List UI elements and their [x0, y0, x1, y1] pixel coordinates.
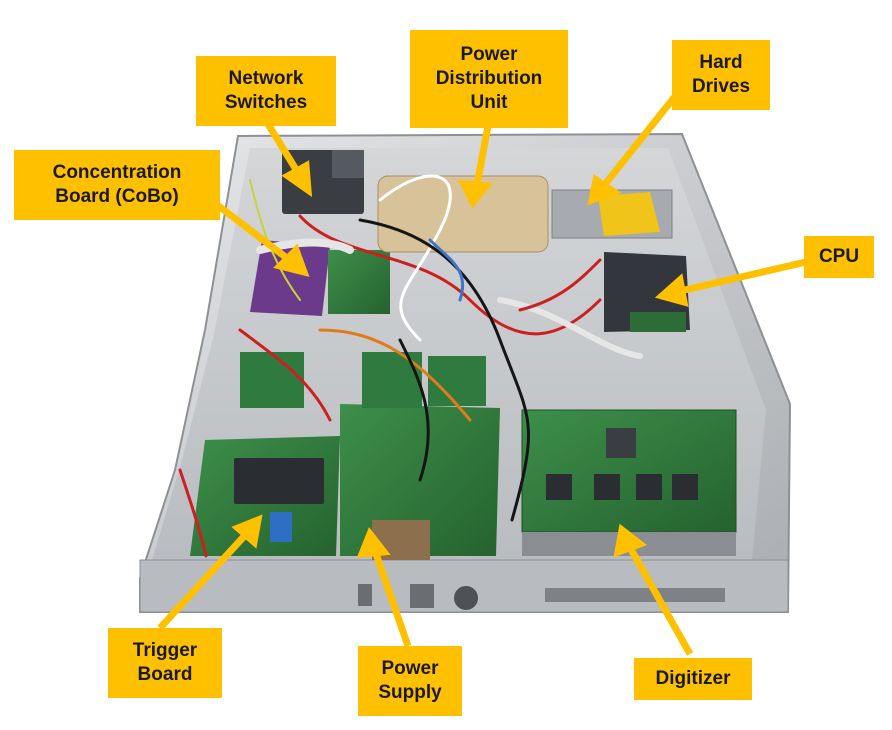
callout-line: Supply — [378, 682, 442, 703]
callout-line: Power — [381, 658, 439, 680]
trigger-board-tab — [270, 512, 292, 542]
front-connector — [545, 588, 725, 602]
callout-line: Unit — [470, 91, 508, 113]
front-connector — [454, 586, 478, 610]
digitizer-heatsink — [606, 428, 636, 458]
power-distribution-unit-box — [377, 175, 549, 253]
callout-line: Drives — [691, 76, 751, 97]
arrow-head — [281, 160, 313, 198]
arrow-head — [587, 174, 622, 206]
callout-cpu: CPU — [804, 236, 874, 278]
arrow-cpu — [675, 258, 807, 296]
small-pcb — [428, 356, 486, 406]
arrow-power-distribution-unit — [472, 125, 492, 191]
small-pcb — [362, 352, 422, 408]
front-connector — [358, 584, 372, 606]
arrow-head — [613, 523, 648, 558]
callout-hard-drives: Hard Drives — [672, 40, 770, 110]
callout-line: Concentration — [52, 162, 182, 184]
callout-power-distribution-unit: Power Distribution Unit — [410, 30, 568, 128]
arrow-network-switches — [265, 122, 303, 178]
callout-line: Board (CoBo) — [55, 186, 179, 207]
digitizer-chip — [594, 474, 620, 500]
callout-line: Trigger — [132, 640, 198, 662]
arrow-head — [356, 527, 391, 559]
cobo-board — [328, 250, 390, 314]
arrow-head — [458, 179, 493, 209]
callout-line: Board — [137, 664, 193, 685]
callout-trigger-board: Trigger Board — [108, 628, 222, 698]
digitizer-chip — [636, 474, 662, 500]
cpu-board — [630, 312, 686, 332]
callout-line: Network — [228, 68, 304, 90]
arrow-trigger-board — [157, 529, 251, 631]
front-connector — [410, 584, 434, 608]
arrow-head — [231, 514, 263, 549]
arrow-digitizer — [624, 542, 694, 656]
callout-line: Hard — [699, 52, 743, 74]
callout-concentration-board: Concentration Board (CoBo) — [14, 150, 220, 220]
arrow-power-supply — [370, 546, 412, 648]
callout-line: CPU — [818, 246, 860, 268]
arrow-concentration-board — [213, 201, 295, 265]
callout-line: Digitizer — [655, 668, 731, 690]
cobo-board — [250, 240, 330, 316]
callout-network-switches: Network Switches — [196, 56, 336, 126]
callout-power-supply: Power Supply — [358, 646, 462, 716]
pointer-arrows — [157, 77, 807, 656]
hard-drive — [598, 192, 660, 236]
callout-line: Distribution — [435, 68, 543, 90]
callout-line: Power — [460, 44, 518, 66]
callout-line: Switches — [224, 92, 308, 113]
digitizer-chip — [546, 474, 572, 500]
trigger-board-connector — [234, 458, 324, 504]
arrow-head — [654, 273, 689, 307]
digitizer-chip — [672, 474, 698, 500]
callout-digitizer: Digitizer — [634, 658, 752, 700]
small-pcb — [240, 352, 304, 408]
network-switch-unit — [332, 150, 364, 178]
arrow-head — [273, 243, 310, 277]
